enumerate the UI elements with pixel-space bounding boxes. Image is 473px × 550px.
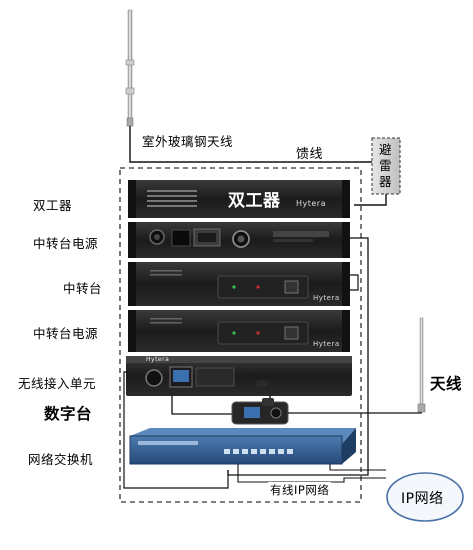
wired-ip-network-label: 有线IP网络 bbox=[268, 482, 332, 498]
digital-radio-label: 数字台 bbox=[44, 405, 93, 423]
feeder-label: 馈线 bbox=[296, 147, 324, 162]
network-switch-label: 网络交换机 bbox=[28, 452, 94, 467]
switch-to-ip-cable bbox=[329, 464, 386, 471]
duplexer-panel-text: 双工器 bbox=[228, 191, 281, 211]
network-switch-device bbox=[129, 428, 356, 465]
access-unit-to-radio-cable bbox=[171, 396, 232, 415]
repeater-power-2-device bbox=[128, 310, 350, 352]
access-unit-to-switch-cable bbox=[123, 371, 229, 489]
switch-port-cables bbox=[237, 464, 386, 483]
radio-to-antenna-cable bbox=[288, 412, 422, 414]
ip-network-cloud bbox=[386, 472, 464, 522]
lightning-arrester-icon bbox=[371, 137, 401, 195]
duplexer-brand: Hytera bbox=[296, 199, 326, 208]
ip-network-label: IP网络 bbox=[401, 491, 444, 507]
antenna-icon bbox=[417, 317, 426, 413]
duplexer-to-repeater-cable bbox=[350, 274, 359, 291]
wireless-access-unit-device bbox=[126, 356, 352, 396]
repeater-power-1-label: 中转台电源 bbox=[33, 236, 99, 251]
antenna-label: 天线 bbox=[430, 375, 463, 393]
repeater-device bbox=[128, 262, 350, 306]
arrester-to-duplexer-cable bbox=[354, 194, 387, 206]
outdoor-antenna-label: 室外玻璃钢天线 bbox=[142, 134, 234, 149]
wireless-access-unit-label: 无线接入单元 bbox=[18, 376, 97, 391]
duplexer-device bbox=[128, 180, 350, 218]
lightning-arrester-label: 避雷器 bbox=[379, 142, 393, 189]
digital-radio-device bbox=[231, 380, 289, 425]
repeater-brand: Hytera bbox=[313, 294, 340, 302]
repeater-power-1-device bbox=[128, 222, 350, 258]
repeater-power-brand: Hytera bbox=[313, 340, 340, 348]
repeater-label: 中转台 bbox=[63, 281, 103, 296]
cabinet-outline bbox=[119, 167, 362, 503]
repeater-power-2-label: 中转台电源 bbox=[33, 326, 99, 341]
duplexer-label: 双工器 bbox=[33, 198, 73, 213]
outdoor-antenna-icon bbox=[125, 9, 135, 127]
access-unit-brand: Hytera bbox=[146, 356, 170, 363]
